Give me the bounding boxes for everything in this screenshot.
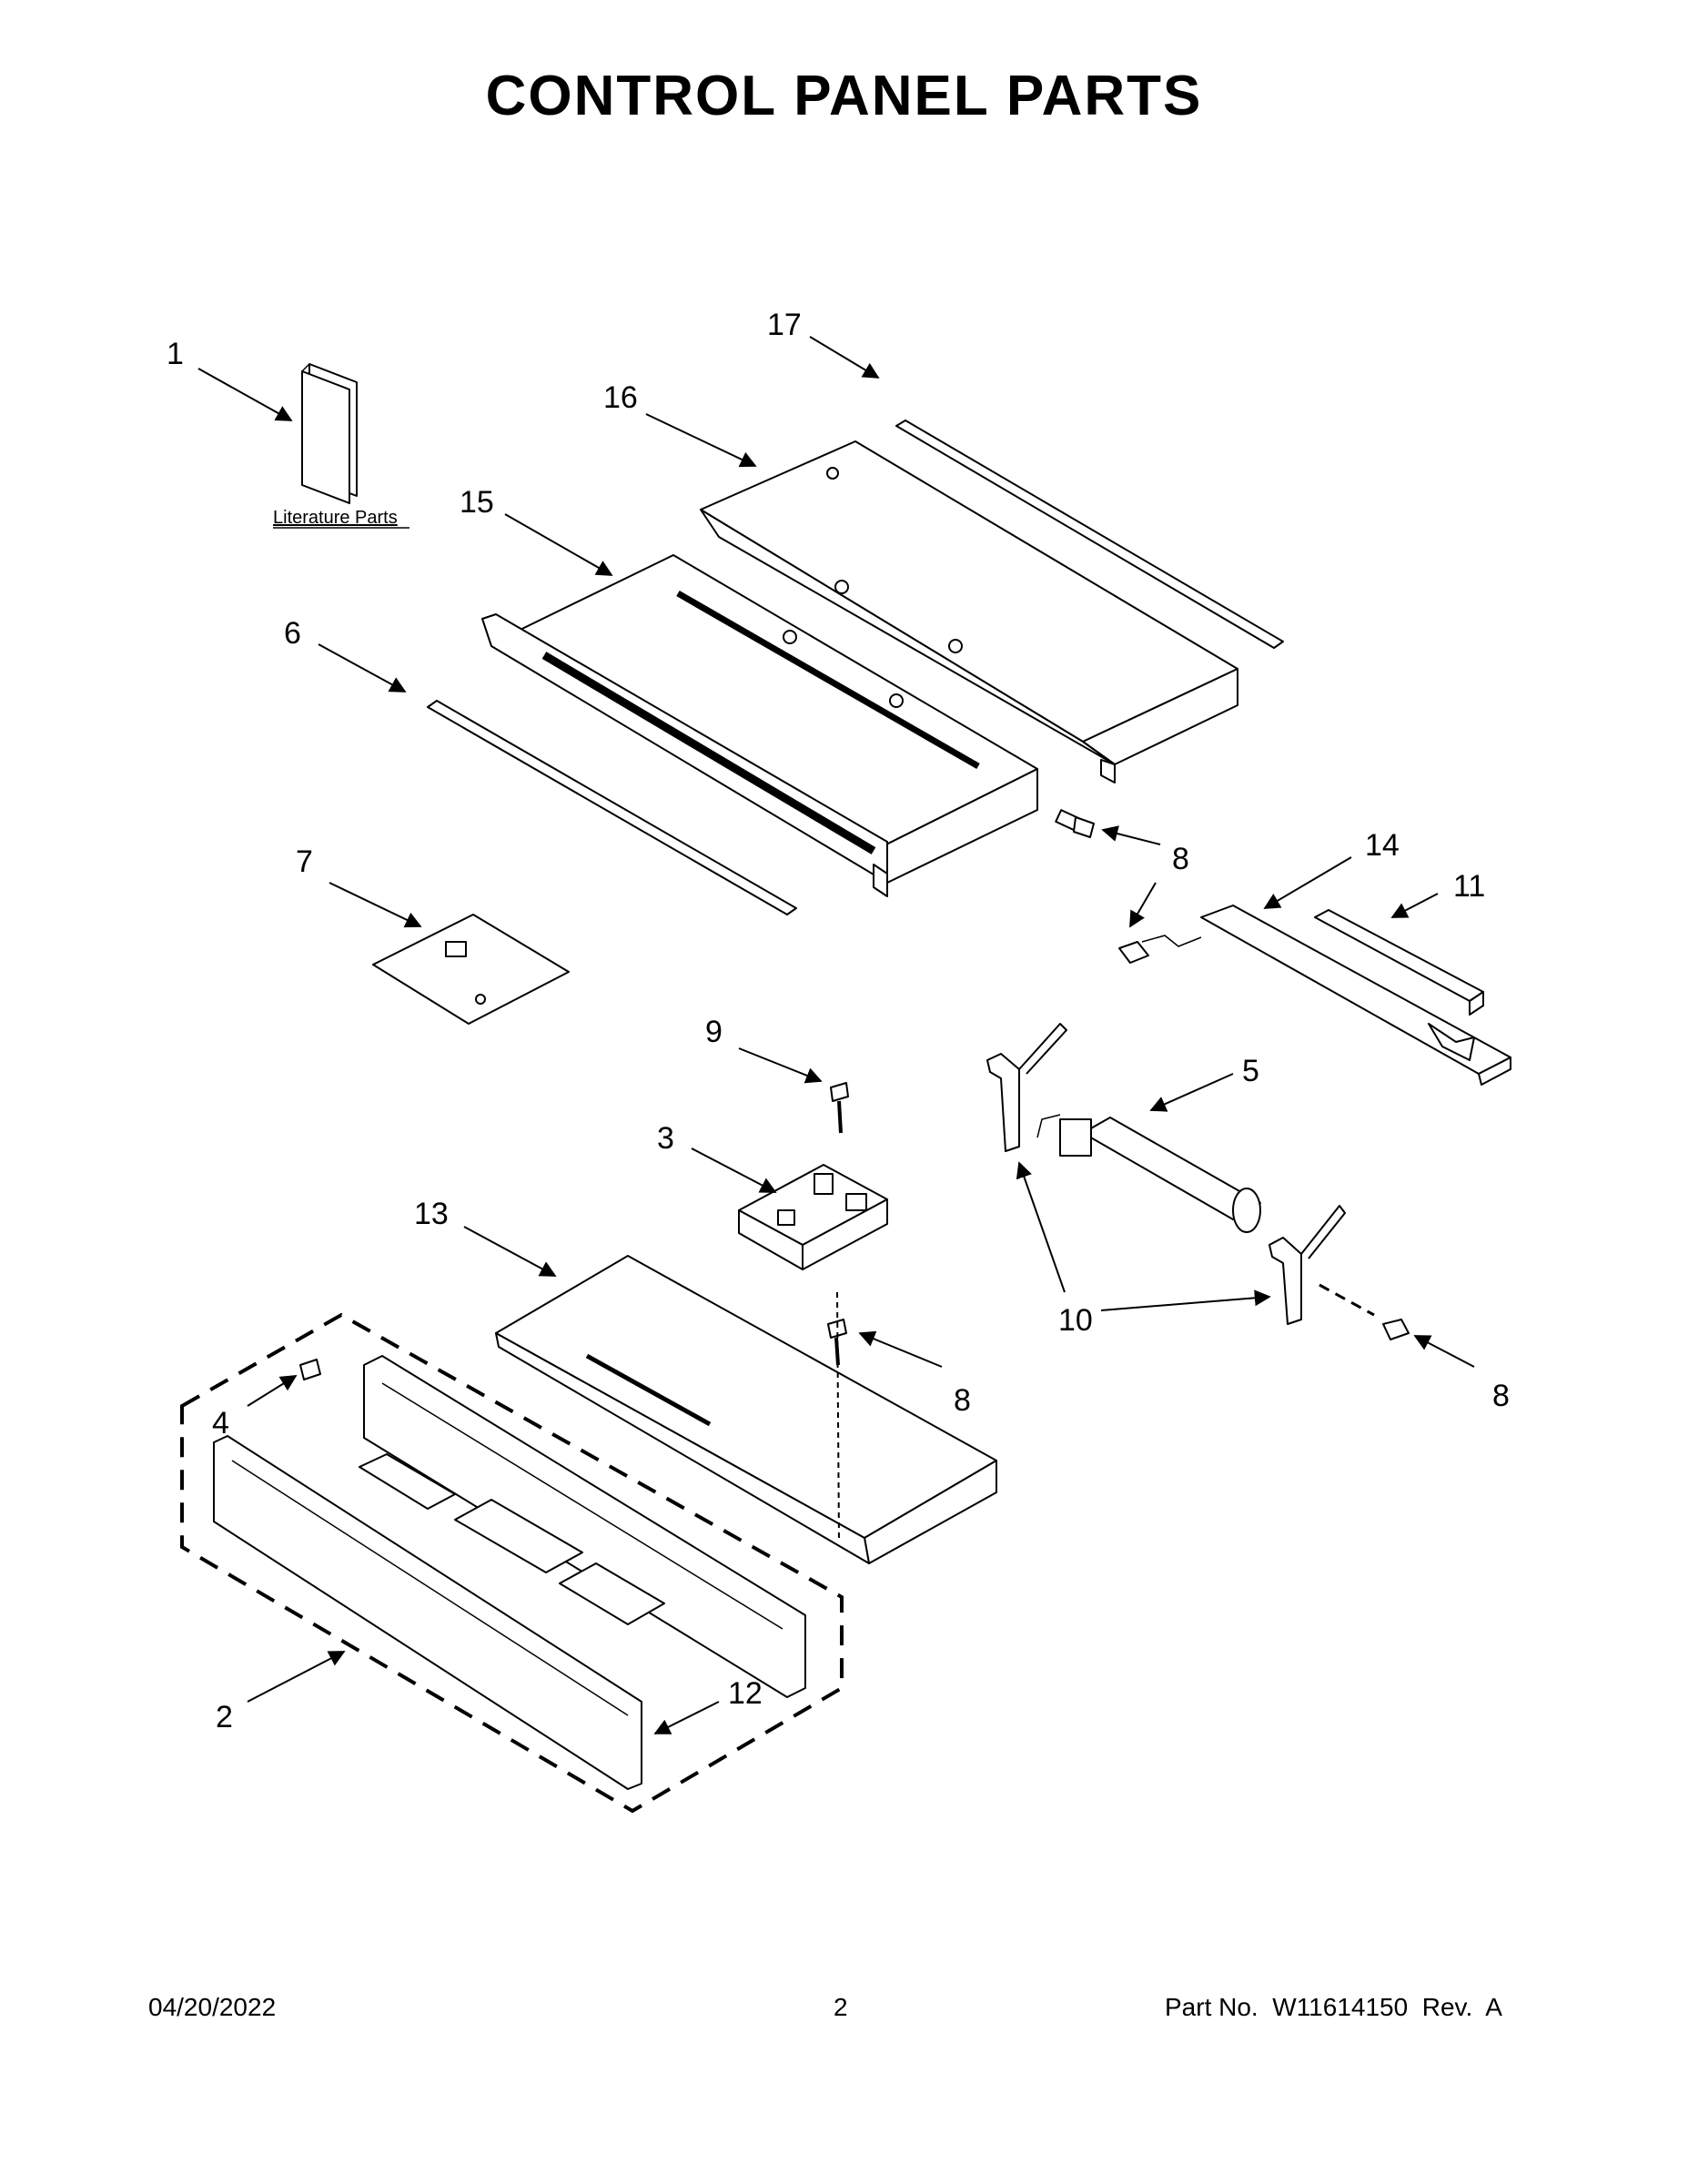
assembly-dashed-outline xyxy=(180,1312,844,1814)
part-10-bracket-right[interactable] xyxy=(1269,1205,1346,1325)
part-9-screw[interactable] xyxy=(830,1082,849,1134)
part-8-screw-center[interactable] xyxy=(827,1319,847,1366)
callout-9: 9 xyxy=(705,1015,723,1049)
callout-labels: 1 17 16 15 6 8 14 11 8 7 9 5 3 13 10 8 4… xyxy=(167,308,1510,1734)
callout-6: 6 xyxy=(284,616,301,651)
callout-8-center: 8 xyxy=(954,1383,971,1418)
part-8-screw-bracket[interactable] xyxy=(1118,941,1149,964)
callout-12: 12 xyxy=(728,1676,763,1711)
literature-parts-booklet[interactable] xyxy=(301,363,358,504)
literature-parts-label: Literature Parts xyxy=(273,508,398,528)
part-13-mounting-plate[interactable] xyxy=(495,1255,997,1564)
part-12-control-frame[interactable] xyxy=(363,1355,806,1698)
part-2-control-panel-face[interactable] xyxy=(213,1435,642,1790)
page-title: CONTROL PANEL PARTS xyxy=(485,65,1203,127)
part-3-control-board[interactable] xyxy=(738,1164,888,1270)
footer-date: 04/20/2022 xyxy=(148,1993,277,2021)
callout-8-upper: 8 xyxy=(1172,842,1189,876)
callout-5: 5 xyxy=(1242,1054,1259,1088)
screw-alignment-line xyxy=(1319,1283,1375,1317)
keypad-right xyxy=(559,1562,665,1625)
part-6-gasket-strip[interactable] xyxy=(427,700,797,915)
part-16-control-cover[interactable] xyxy=(700,440,1238,784)
callout-16: 16 xyxy=(603,380,638,415)
part-5-blower-fan[interactable] xyxy=(1036,1114,1261,1233)
display-window xyxy=(454,1499,583,1573)
part-10-bracket-left[interactable] xyxy=(986,1023,1067,1152)
footer-page-number: 2 xyxy=(834,1993,848,2021)
callout-7: 7 xyxy=(296,844,313,879)
part-11-insulation-strip[interactable] xyxy=(1314,909,1484,1016)
leader-lines xyxy=(197,336,1475,1734)
callout-8-right: 8 xyxy=(1492,1379,1510,1413)
callout-17: 17 xyxy=(767,308,802,342)
part-8-screw-right[interactable] xyxy=(1382,1319,1410,1340)
callout-2: 2 xyxy=(216,1700,233,1734)
part-14-bracket[interactable] xyxy=(1141,905,1511,1086)
callout-3: 3 xyxy=(657,1121,674,1156)
part-7-cover-plate[interactable] xyxy=(372,914,570,1025)
keypad-left xyxy=(359,1453,456,1510)
part-8-screw-upper[interactable] xyxy=(1055,809,1095,838)
callout-4: 4 xyxy=(212,1406,229,1441)
part-17-gasket-strip[interactable] xyxy=(895,420,1284,649)
part-4-screw[interactable] xyxy=(299,1359,321,1380)
callout-14: 14 xyxy=(1365,828,1400,863)
footer-part-number: Part No. W11614150 Rev. A xyxy=(1165,1993,1502,2021)
callout-11: 11 xyxy=(1453,869,1485,904)
part-15-control-housing[interactable] xyxy=(481,554,1038,897)
callout-15: 15 xyxy=(460,485,494,520)
callout-1: 1 xyxy=(167,337,184,371)
callout-10: 10 xyxy=(1058,1303,1093,1338)
callout-13: 13 xyxy=(414,1197,449,1231)
